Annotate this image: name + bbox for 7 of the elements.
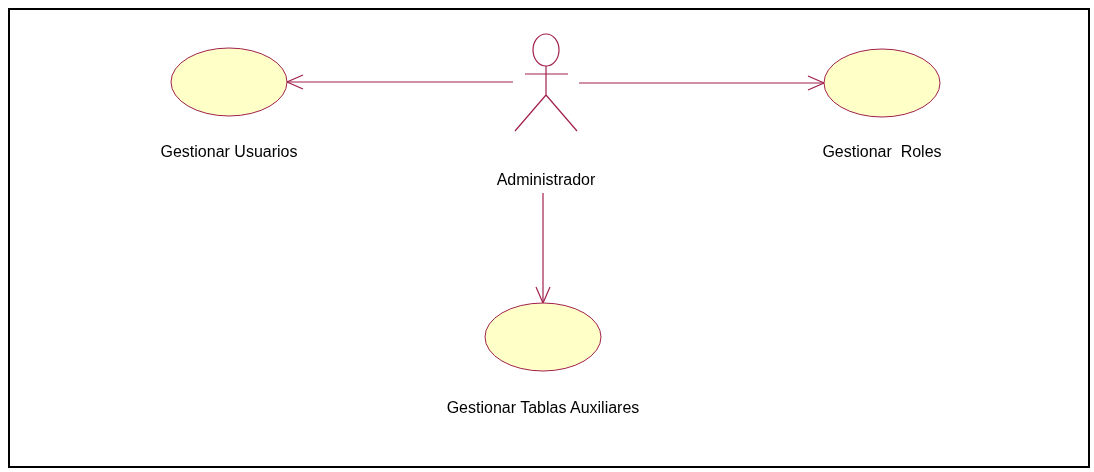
association-arrow [578, 75, 825, 91]
actor-label: Administrador [495, 170, 597, 190]
association-arrow [286, 74, 514, 90]
use-case-label: Gestionar Roles [821, 142, 943, 162]
use-case-label: Gestionar Usuarios [159, 142, 299, 162]
association-arrow [535, 192, 551, 304]
use-case-label: Gestionar Tablas Auxiliares [445, 398, 641, 418]
